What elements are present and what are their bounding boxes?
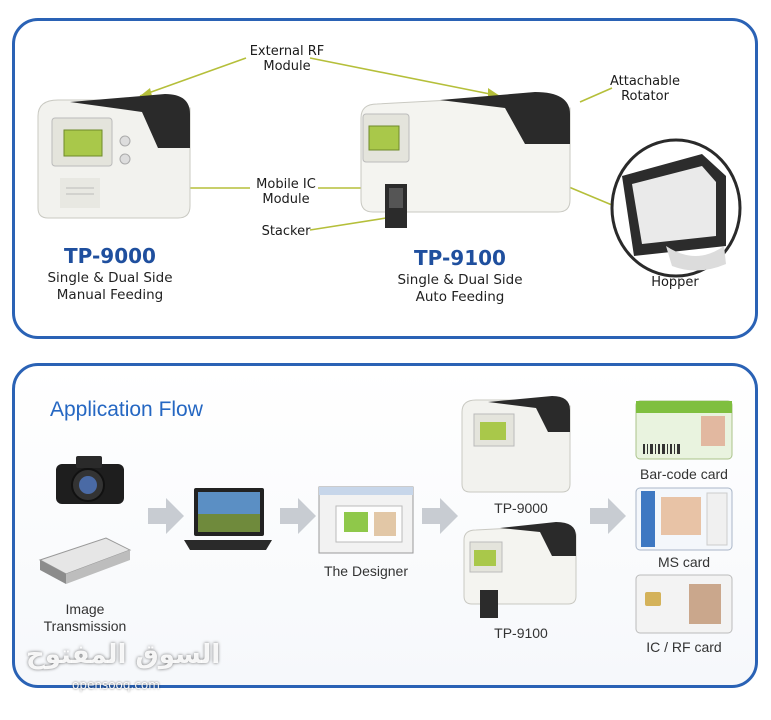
tp9000-printer-image [37,94,191,219]
callout-line-rf-left [139,57,247,97]
ms-card-label: MS card [657,554,711,570]
model-tp9000: TP-9000 [64,244,156,268]
image-transmission-label: Image Transmission [43,601,127,634]
tp9000-small-image [461,396,571,493]
opensooq-watermark-url: opensooq.com [72,678,160,692]
flow-arrow-icon [280,498,316,534]
tp9100-desc-line1: Single & Dual Side [397,272,523,288]
barcode-card-label: Bar-code card [640,466,728,482]
tp9100-small-image [463,522,577,618]
callout-mobile-ic: Mobile IC Module [256,177,316,207]
arrowhead [488,88,500,96]
ms-card-image [635,487,733,551]
model-tp9100: TP-9100 [414,246,506,270]
callout-external-rf: External RF Module [249,44,325,74]
opensooq-watermark-logo: السوق المفتوح [26,640,221,670]
tp9100-printer-image [360,92,571,228]
flow-arrow-icon [590,498,626,534]
tp9100-desc-line2: Auto Feeding [415,289,505,305]
icrf-card-label: IC / RF card [646,639,722,655]
callout-line-rotator [579,87,613,103]
callout-lines [125,57,613,231]
tp9100-flow-label: TP-9100 [494,625,548,641]
callout-line-rf-right [309,57,501,97]
camera-icon [56,456,124,504]
hopper-image [610,138,742,278]
icrf-card-image [635,574,733,634]
designer-label: The Designer [323,563,409,579]
arrowhead [140,88,152,96]
tp9000-desc-line1: Single & Dual Side [47,270,173,286]
tp9000-desc-line2: Manual Feeding [56,287,164,303]
callout-hopper: Hopper [651,275,699,290]
callout-attachable-rotator: Attachable Rotator [609,74,681,104]
laptop-icon [184,488,272,550]
flow-arrow-icon [422,498,458,534]
designer-screenshot-icon [318,486,414,554]
barcode-card-image [635,400,733,460]
tp9000-flow-label: TP-9000 [494,500,548,516]
application-flow-title: Application Flow [50,398,203,421]
scanner-icon [38,537,132,584]
flow-arrow-icon [148,498,184,534]
callout-line-stacker [309,217,387,231]
callout-stacker: Stacker [261,224,311,239]
